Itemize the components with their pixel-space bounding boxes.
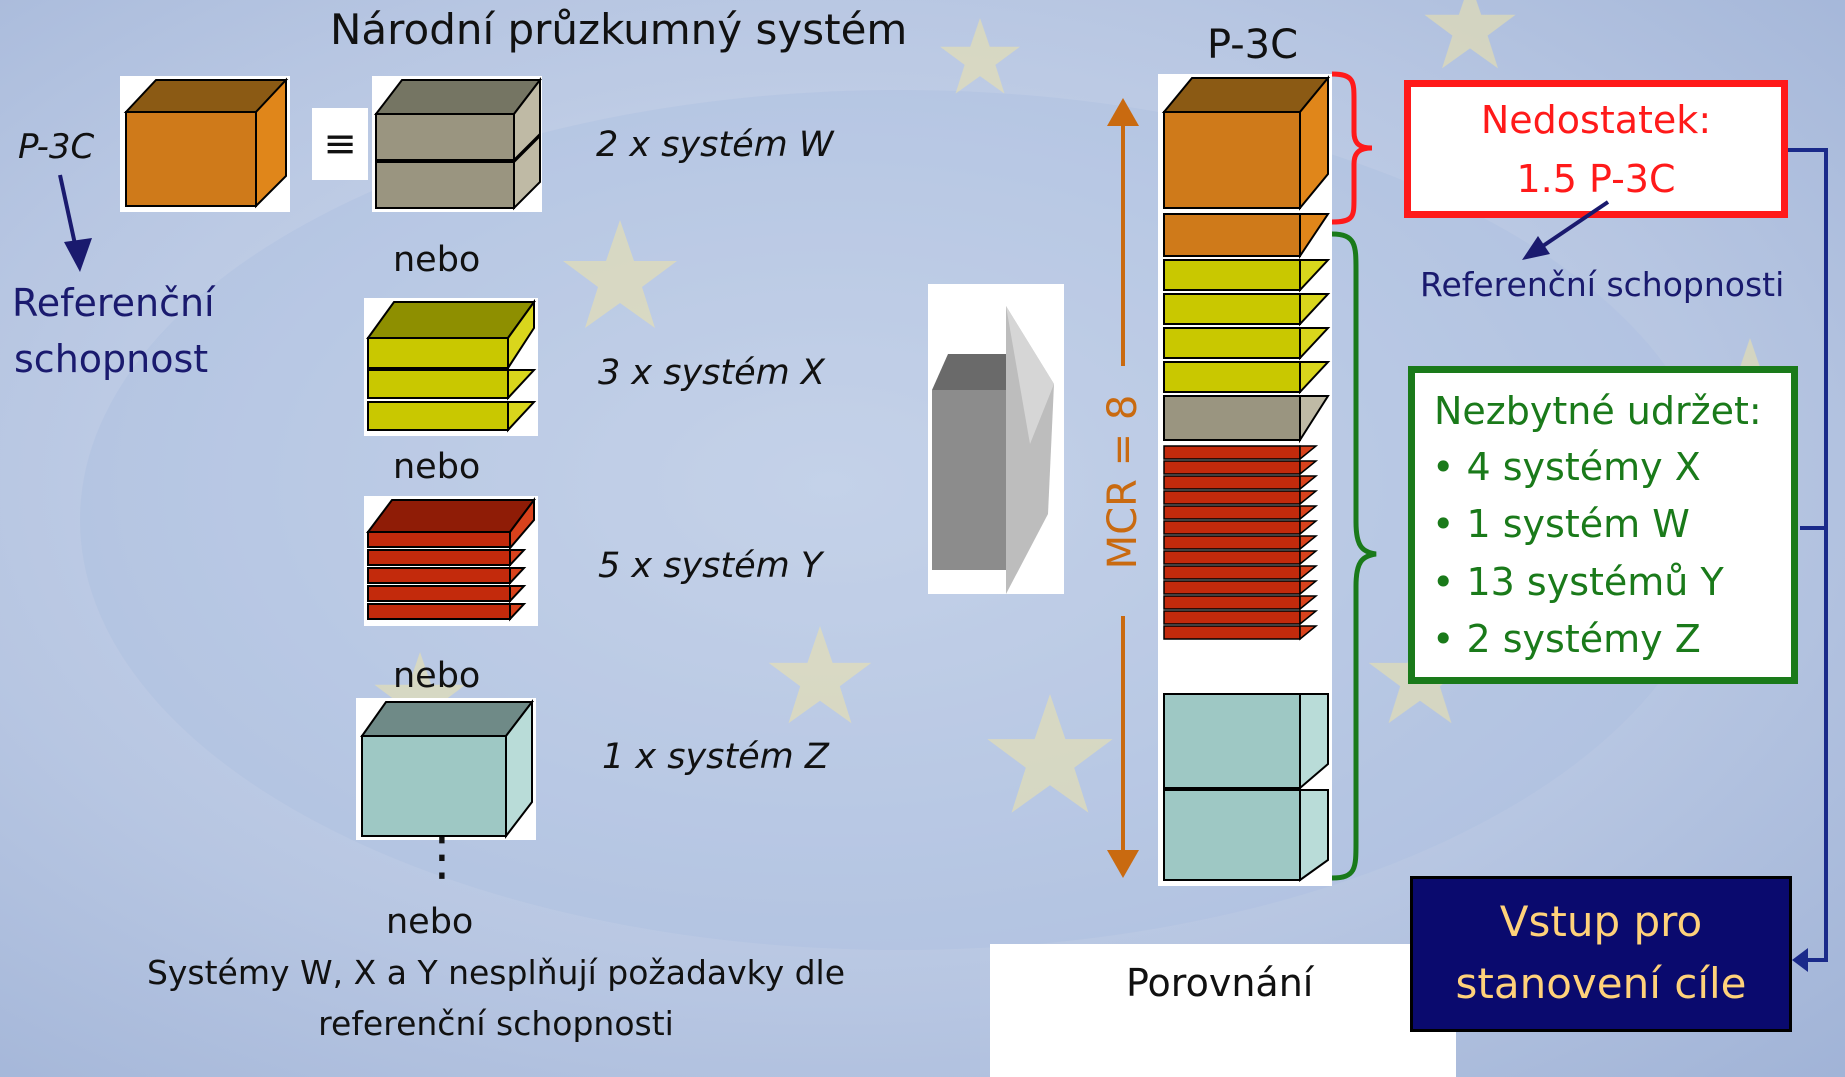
shortfall-box <box>1404 80 1788 218</box>
stack-z-blocks <box>1163 693 1329 882</box>
reference-cube <box>120 76 290 212</box>
system-z-label: 1 x systém Z <box>602 737 829 777</box>
output-line2: stanovení cíle <box>1455 959 1747 1008</box>
footnote-line2: referenční schopnosti <box>318 1004 674 1043</box>
retain-item-3: • 13 systémů Y <box>1432 560 1724 604</box>
stack-p3c-half-block <box>1163 213 1330 260</box>
stack-title: P-3C <box>1207 22 1299 68</box>
ellipsis: ⋮ <box>416 827 468 887</box>
reference-label: P-3C <box>18 127 95 167</box>
stack-p3c-block <box>1161 75 1331 211</box>
comparison-arrow <box>928 284 1064 594</box>
system-w-label: 2 x systém W <box>596 125 834 165</box>
retain-title: Nezbytné udržet: <box>1434 389 1762 433</box>
retain-brace <box>1331 231 1377 881</box>
system-z-icon <box>356 698 536 840</box>
output-box <box>1410 876 1792 1032</box>
system-y-icon <box>364 496 538 626</box>
stack-x-blocks <box>1163 259 1331 395</box>
system-w-icon <box>372 76 542 212</box>
shortfall-caption-arrow <box>1522 200 1610 260</box>
footnote-line1: Systémy W, X a Y nesplňují požadavky dle <box>146 953 846 992</box>
retain-item-4: • 2 systémy Z <box>1432 617 1701 661</box>
comparison-label: Porovnání <box>1126 961 1314 1005</box>
shortfall-caption: Referenční schopnosti <box>1420 265 1785 304</box>
retain-item-1: • 4 systémy X <box>1432 445 1701 489</box>
retain-item-2: • 1 systém W <box>1432 502 1690 546</box>
equivalence-symbol: ≡ <box>312 108 368 180</box>
or-label-1: nebo <box>393 240 481 280</box>
system-y-label: 5 x systém Y <box>598 546 823 586</box>
mcr-label: MCR = 8 <box>1100 394 1146 570</box>
or-label-2: nebo <box>393 447 481 487</box>
reference-arrow <box>58 174 92 272</box>
stack-y-blocks <box>1163 445 1319 641</box>
or-label-4: nebo <box>386 902 474 942</box>
comparison-stack <box>1158 74 1332 886</box>
system-x-label: 3 x systém X <box>598 353 825 393</box>
page-title: Národní průzkumný systém <box>330 5 908 54</box>
reference-caption-line1: Referenční <box>12 281 215 325</box>
output-line1: Vstup pro <box>1499 897 1703 946</box>
mcr-arrow <box>1107 98 1139 878</box>
system-x-icon <box>364 298 538 436</box>
shortfall-title: Nedostatek: <box>1480 98 1712 142</box>
connector-lines <box>1788 148 1828 972</box>
or-label-3: nebo <box>393 656 481 696</box>
reference-caption-line2: schopnost <box>14 337 209 381</box>
shortfall-value: 1.5 P-3C <box>1516 157 1676 201</box>
stack-w-block <box>1163 395 1330 444</box>
comparison-label-box <box>990 944 1456 1077</box>
shortfall-brace <box>1331 71 1373 225</box>
retain-box <box>1408 366 1798 684</box>
